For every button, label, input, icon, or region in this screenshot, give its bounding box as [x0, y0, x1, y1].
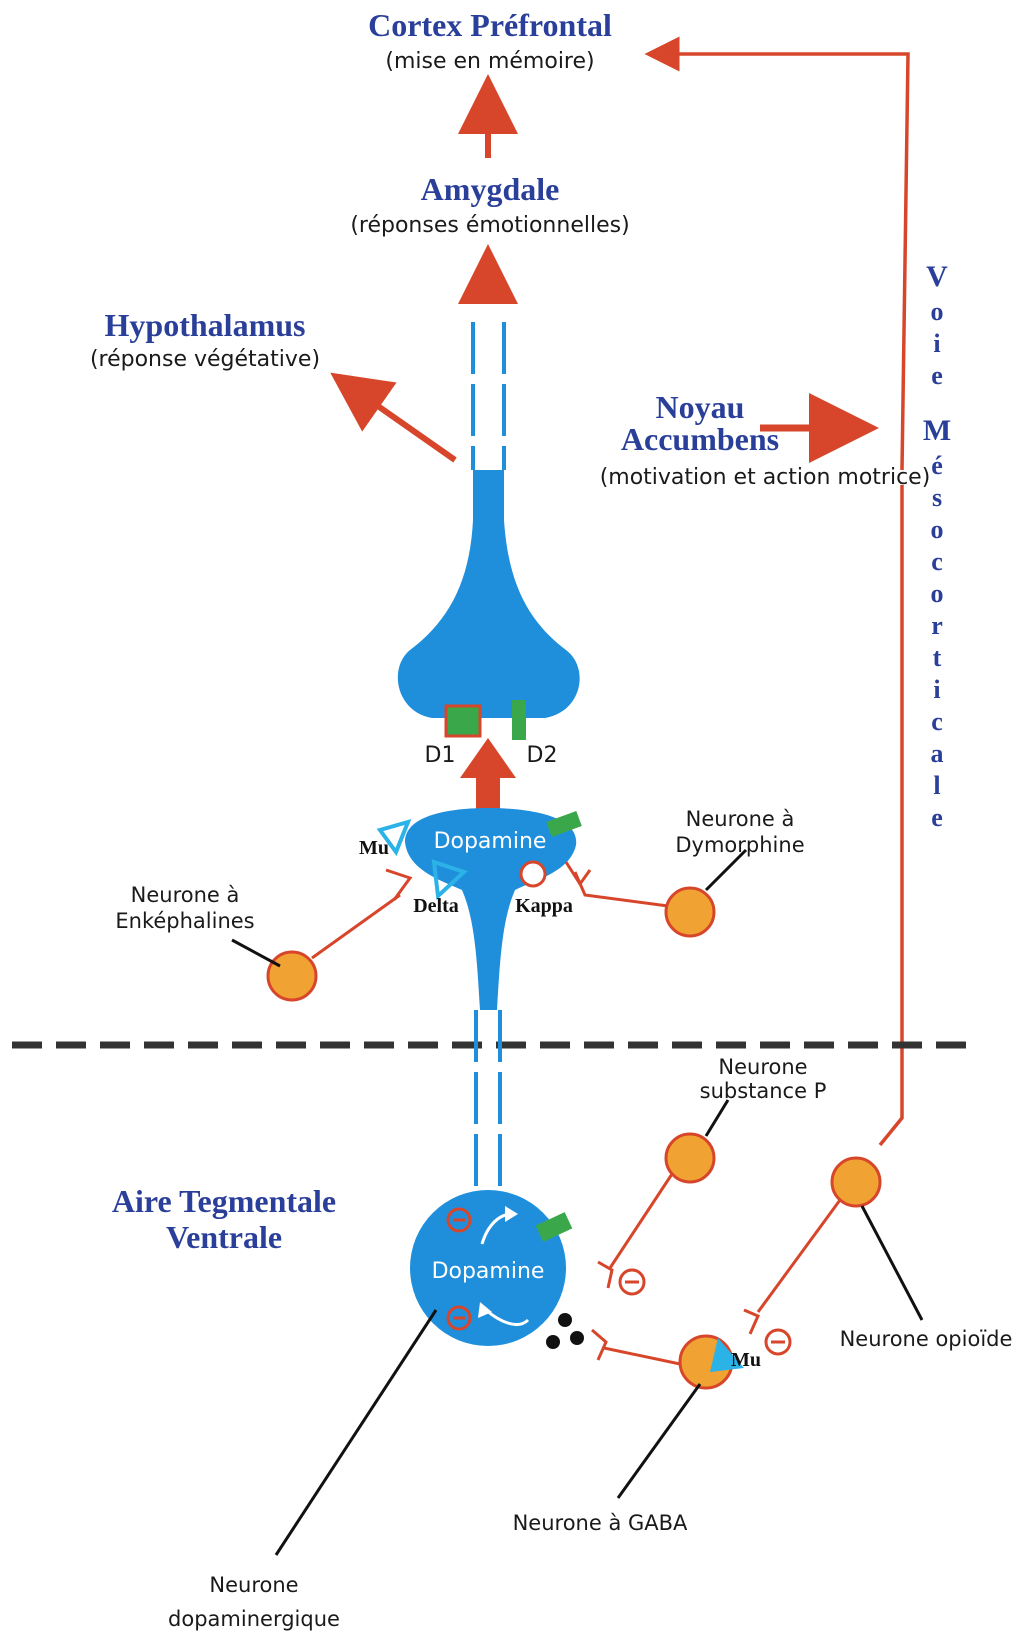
d1-label: D1	[425, 743, 456, 768]
pathway-letter: c	[931, 547, 943, 576]
mu-label-top: Mu	[359, 837, 389, 859]
accumbens-title-line2: Accumbens	[621, 421, 779, 457]
inhibition-icon-bottom	[446, 1305, 472, 1331]
pathway-letter: M	[923, 414, 951, 447]
curved-arrow-top-head	[505, 1206, 518, 1222]
delta-label: Delta	[413, 895, 459, 917]
arrow-to-hypothalamus	[330, 372, 457, 463]
amygdale-subtitle: (réponses émotionnelles)	[350, 213, 629, 238]
substance-p-pointer	[704, 1099, 730, 1137]
opioid-neuron	[830, 1156, 882, 1208]
soma-dopamine-label: Dopamine	[432, 1259, 545, 1284]
mu-receptor-gaba-icon	[710, 1338, 744, 1372]
enkephalin-pointer	[231, 938, 281, 968]
d1-receptor	[444, 704, 482, 738]
pathway-letter: é	[931, 451, 943, 480]
cortex-prefrontal-label: Cortex Préfrontal (mise en mémoire)	[368, 7, 612, 74]
gaba-vesicle	[546, 1335, 560, 1349]
dopaminergic-pointer	[274, 1309, 438, 1556]
hypothalamus-label: Hypothalamus (réponse végétative)	[90, 307, 320, 372]
d2-label: D2	[527, 743, 558, 768]
dymorphine-terminal	[564, 861, 592, 887]
pathway-letter: o	[931, 515, 944, 544]
gaba-axon	[603, 1346, 681, 1366]
postsynaptic-terminal	[397, 470, 580, 718]
pathway-letter: r	[931, 611, 943, 640]
enkephalin-label-line1: Neurone à	[131, 883, 240, 907]
kappa-receptor-icon	[519, 860, 547, 888]
gaba-pointer	[616, 1383, 702, 1499]
accumbens-subtitle: (motivation et action motrice)	[600, 465, 931, 490]
gaba-vesicle	[570, 1331, 584, 1345]
pathway-letter: o	[931, 579, 944, 608]
substance-p-neuron	[664, 1132, 716, 1184]
gaba-terminal	[591, 1328, 608, 1361]
kappa-label: Kappa	[515, 895, 573, 917]
pathway-letter: a	[931, 739, 944, 768]
cortex-subtitle: (mise en mémoire)	[385, 49, 594, 74]
substance-p-terminal	[597, 1260, 614, 1289]
atv-title-line1: Aire Tegmentale	[112, 1183, 336, 1219]
gaba-vesicle	[558, 1313, 572, 1327]
cortex-title: Cortex Préfrontal	[368, 7, 612, 43]
pathway-letter: t	[933, 643, 942, 672]
opioid-terminal	[743, 1308, 760, 1335]
soma-receptor	[535, 1212, 573, 1242]
pathway-letter: l	[933, 771, 940, 800]
hypothalamus-title: Hypothalamus	[105, 307, 306, 343]
pathway-letter: c	[931, 707, 943, 736]
pathway-letter: e	[931, 803, 943, 832]
accumbens-title-line1: Noyau	[656, 389, 745, 425]
dymorphine-neuron	[664, 886, 716, 938]
amygdale-title: Amygdale	[421, 171, 560, 207]
dymorphine-pointer	[704, 848, 748, 892]
dymorphine-label-line1: Neurone à	[686, 807, 795, 831]
delta-receptor-icon	[431, 859, 468, 901]
substance-p-label-line2: substance P	[700, 1079, 827, 1103]
opioid-pointer	[860, 1205, 924, 1321]
noyau-accumbens-label: Noyau Accumbens (motivation et action mo…	[600, 389, 931, 490]
presynaptic-terminal	[405, 808, 577, 1010]
mesocortical-pathway-line-upper	[644, 36, 910, 471]
pathway-letter: V	[926, 260, 948, 293]
curved-arrow-bottom-head	[478, 1302, 492, 1318]
dopaminergic-label-line2: dopaminergique	[168, 1607, 340, 1631]
substance-p-label-line1: Neurone	[718, 1055, 807, 1079]
mu-label-gaba: Mu	[731, 1349, 761, 1371]
dymorphine-axon	[573, 871, 669, 908]
presynaptic-autoreceptor	[546, 811, 582, 837]
pathway-letter: s	[932, 483, 942, 512]
inhibition-icon-top	[446, 1207, 472, 1233]
enkephalin-axon	[311, 893, 401, 960]
opioid-axon	[756, 1199, 842, 1313]
atv-title-line2: Ventrale	[166, 1219, 282, 1255]
pathway-letter: i	[933, 675, 940, 704]
enkephalin-label-line2: Enképhalines	[115, 909, 254, 933]
pathway-letter: o	[931, 297, 944, 326]
enkephalin-terminal	[385, 868, 413, 901]
gaba-label: Neurone à GABA	[513, 1511, 688, 1535]
dymorphine-label-line2: Dymorphine	[675, 833, 804, 857]
d2-receptor	[512, 700, 526, 740]
substance-p-axon	[608, 1173, 674, 1269]
opioid-label: Neurone opioïde	[840, 1327, 1013, 1351]
mu-receptor-icon	[376, 818, 412, 857]
pathway-letter: i	[933, 329, 940, 358]
aire-tegmentale-label: Aire Tegmentale Ventrale	[112, 1183, 336, 1255]
inhibition-icon-substance-p	[618, 1268, 646, 1296]
inhibition-icon-opioid	[764, 1328, 792, 1356]
dopamine-release-arrow	[460, 738, 516, 825]
enkephalin-neuron	[266, 950, 318, 1002]
dopaminergic-label-line1: Neurone	[209, 1573, 298, 1597]
hypothalamus-subtitle: (réponse végétative)	[90, 347, 320, 372]
amygdale-label: Amygdale (réponses émotionnelles)	[350, 171, 629, 238]
synapse-dopamine-label: Dopamine	[434, 829, 547, 854]
pathway-letter: e	[931, 361, 943, 390]
mesocortical-pathway-line	[878, 485, 904, 1147]
dopaminergic-soma	[410, 1190, 566, 1346]
